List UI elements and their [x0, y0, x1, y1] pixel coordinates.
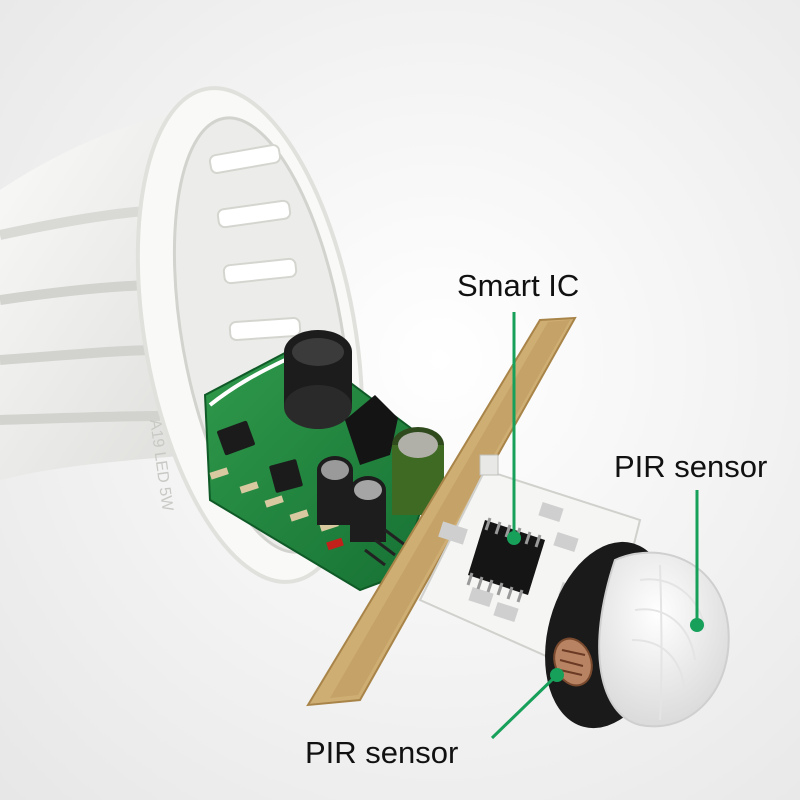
pir-bottom-callout-dot	[550, 668, 564, 682]
smart-ic-callout-dot	[507, 531, 521, 545]
driver-board	[203, 330, 444, 592]
pir-bottom-callout-line	[490, 673, 559, 740]
pir-sensor-label-bottom: PIR sensor	[305, 735, 459, 770]
smart-ic-label: Smart IC	[457, 268, 580, 303]
callout-lines	[490, 312, 704, 740]
carrier-board	[306, 316, 577, 707]
pir-sensor-label-right: PIR sensor	[614, 449, 768, 484]
pir-right-callout-dot	[690, 618, 704, 632]
